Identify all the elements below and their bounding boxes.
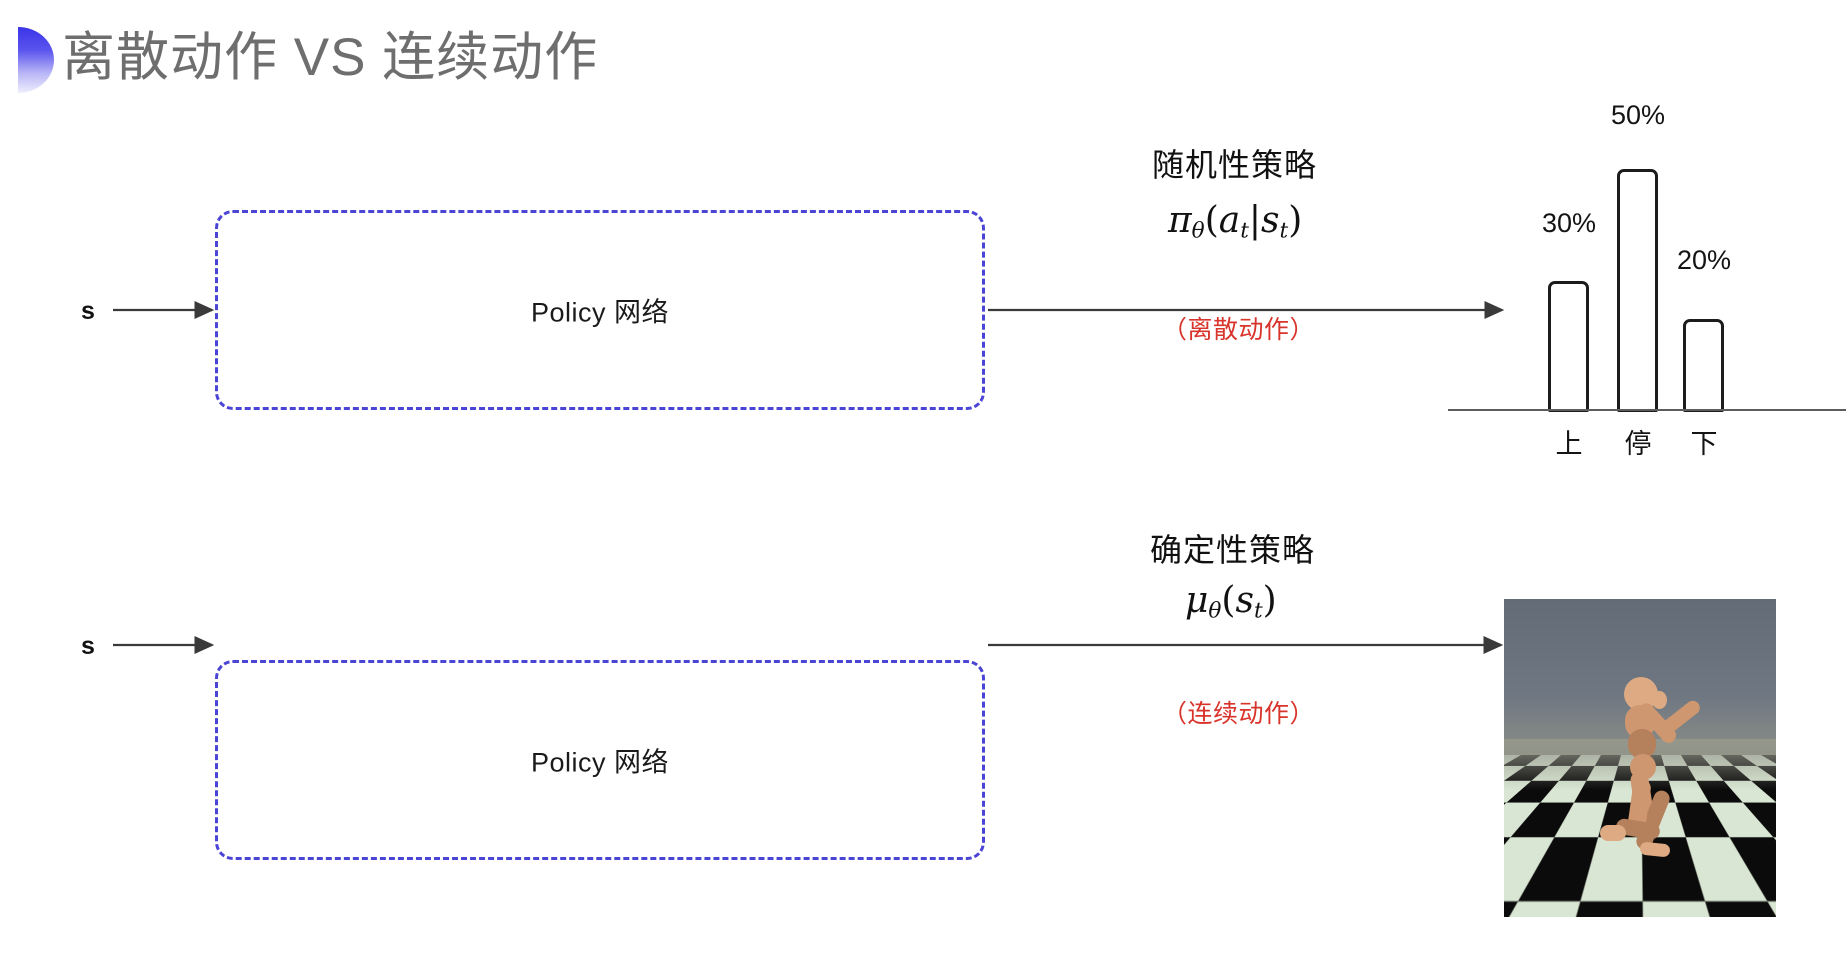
continuous-action-note: （连续动作） <box>1162 700 1316 728</box>
humanoid-foot-back <box>1600 825 1626 841</box>
policy-network-label-discrete: Policy 网络 <box>530 297 670 328</box>
page-title: 离散动作 VS 连续动作 <box>62 28 599 87</box>
action-probability-bar-chart: 30% 上 50% 停 20% 下 <box>1466 100 1846 470</box>
deterministic-policy-title: 确定性策略 <box>1150 532 1316 568</box>
bar-0 <box>1548 281 1589 412</box>
humanoid-simulation-image <box>1504 599 1776 917</box>
stochastic-policy-title: 随机性策略 <box>1152 147 1318 183</box>
stochastic-policy-formula: πθ(at|st) <box>1168 200 1303 244</box>
policy-network-box-continuous[interactable]: Policy 网络 <box>215 660 985 860</box>
bar-category-1: 停 <box>1624 429 1652 459</box>
chart-axis-line <box>1448 409 1846 411</box>
bar-value-2: 20% <box>1676 245 1732 275</box>
bar-2 <box>1683 319 1724 412</box>
discrete-action-note: （离散动作） <box>1162 316 1316 344</box>
bar-value-0: 30% <box>1541 208 1597 238</box>
deterministic-policy-formula: μθ(st) <box>1185 580 1277 624</box>
half-circle-bullet-icon <box>18 27 54 93</box>
bar-category-0: 上 <box>1555 429 1583 459</box>
policy-network-box-discrete[interactable]: Policy 网络 <box>215 210 985 410</box>
state-label-continuous: s <box>81 632 95 660</box>
bar-value-1: 50% <box>1610 100 1666 130</box>
bar-category-2: 下 <box>1690 429 1718 459</box>
state-label-discrete: s <box>81 297 95 325</box>
policy-network-label-continuous: Policy 网络 <box>530 747 670 778</box>
humanoid-hand <box>1652 691 1667 709</box>
bar-1 <box>1617 169 1658 412</box>
